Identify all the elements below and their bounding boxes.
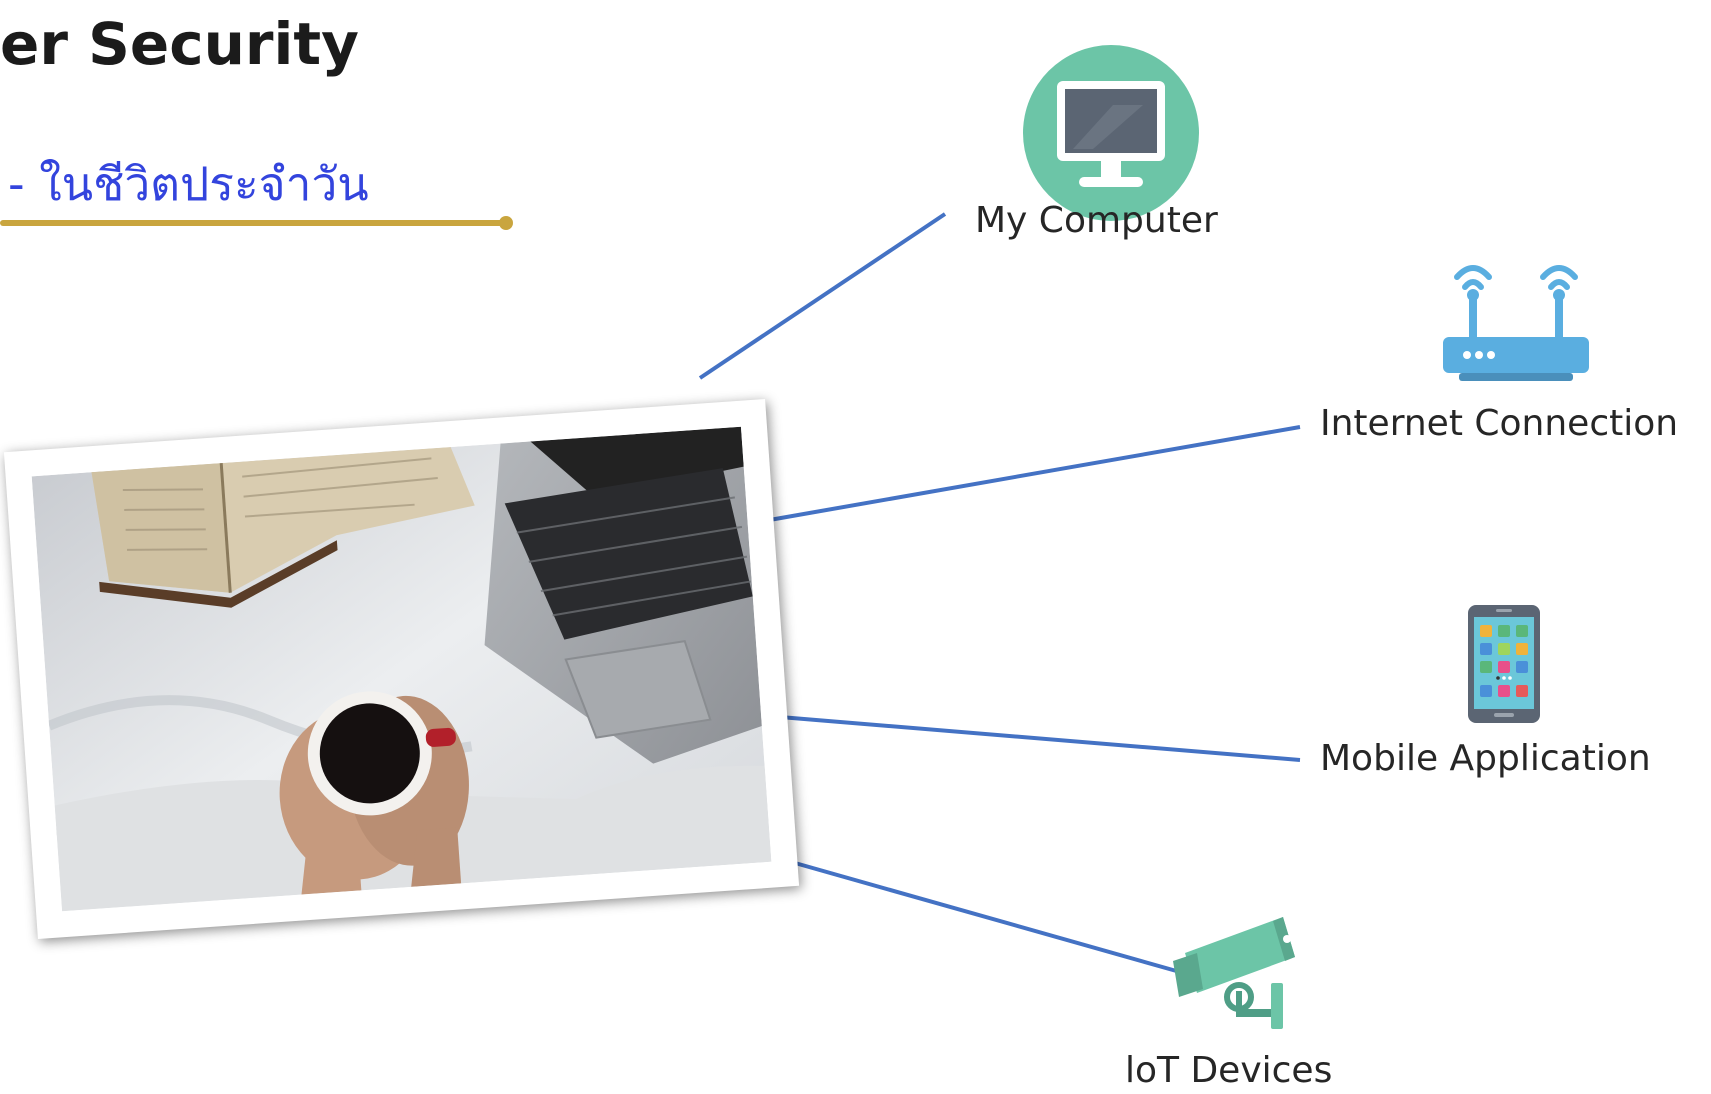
wifi-router-icon — [1443, 265, 1589, 381]
title-underline-dot — [499, 216, 513, 230]
label-internet-connection: Internet Connection — [1320, 403, 1679, 444]
smartphone-apps-icon — [1468, 605, 1540, 723]
label-mobile-application: Mobile Application — [1320, 738, 1651, 779]
connector-iot — [794, 861, 1181, 974]
connector-computer — [698, 212, 947, 380]
label-my-computer: My Computer — [975, 200, 1218, 241]
lifestyle-photo-frame — [3, 398, 800, 940]
connector-internet — [757, 425, 1301, 524]
security-camera-icon — [1173, 917, 1295, 1029]
title-underline — [0, 220, 505, 226]
page-subtitle: - ในชีวิตประจำวัน — [8, 157, 369, 211]
label-iot-devices: loT Devices — [1125, 1050, 1333, 1091]
connector-mobile — [779, 715, 1301, 762]
computer-monitor-icon — [1023, 45, 1199, 221]
coffee-laptop-photo — [31, 426, 772, 912]
page-title: er Security — [0, 10, 359, 78]
